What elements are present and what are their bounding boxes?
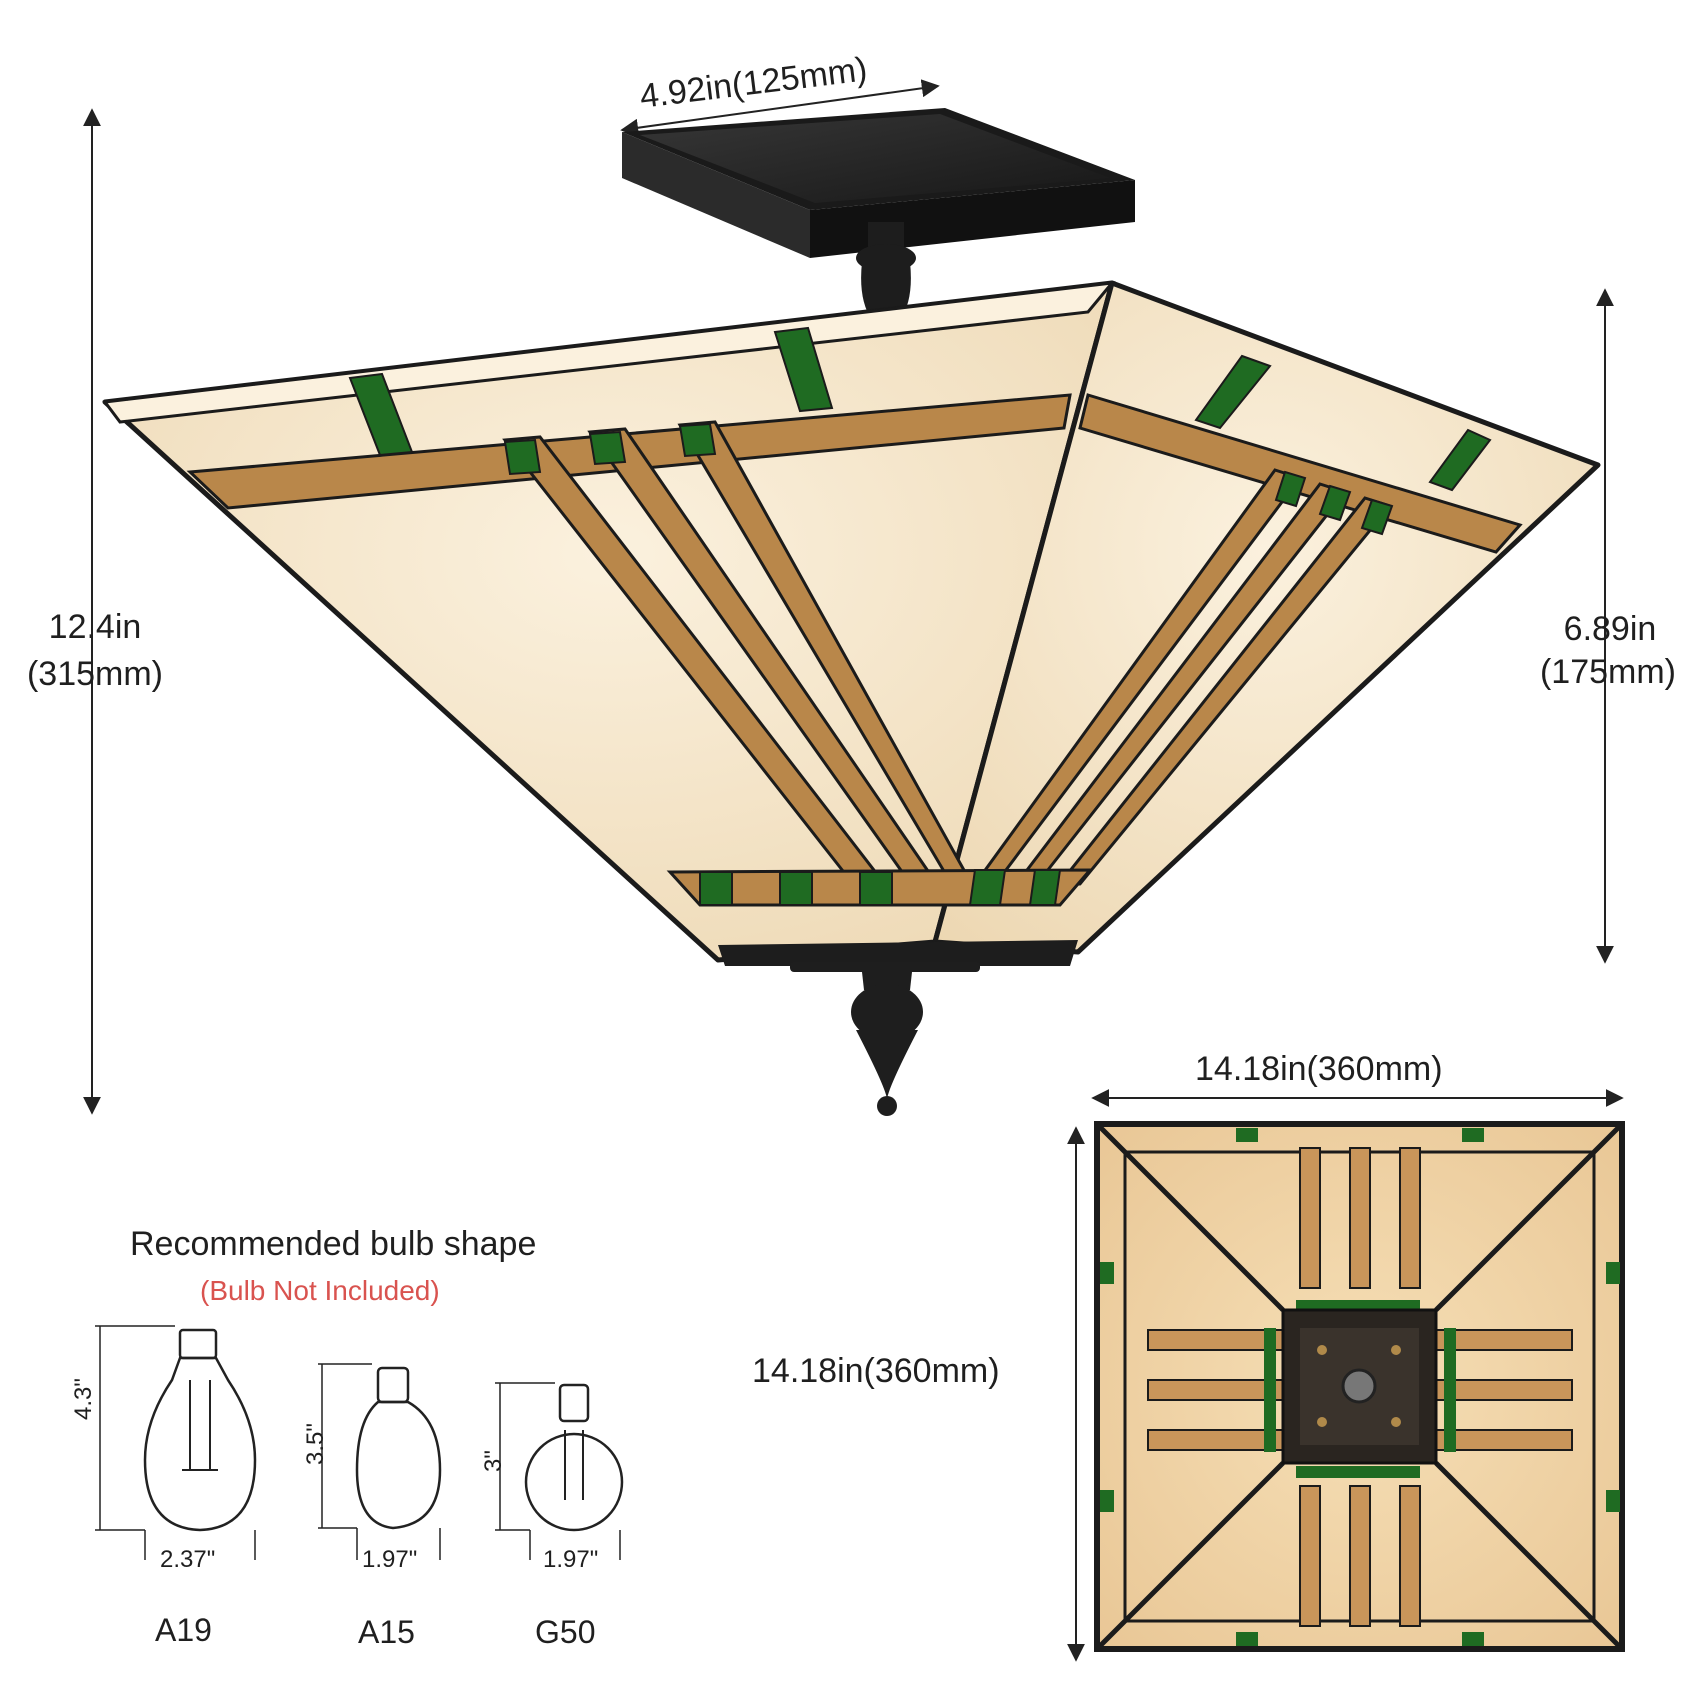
total-height-label-mm: (315mm) <box>26 655 164 693</box>
shade-height-label-in: 6.89in <box>1563 610 1657 648</box>
bulb-heading: Recommended bulb shape <box>130 1225 537 1263</box>
bulb-a19-width: 2.37" <box>160 1546 216 1573</box>
total-height-label-in: 12.4in <box>48 608 142 646</box>
bulb-g50-name: G50 <box>535 1614 596 1650</box>
dimension-lines <box>83 79 1624 1662</box>
shade-height-label-mm: (175mm) <box>1539 653 1677 691</box>
bulb-g50-width: 1.97" <box>543 1546 599 1573</box>
bulb-a19-height: 4.3" <box>70 1378 97 1420</box>
bulb-diagrams <box>95 1325 624 1560</box>
bulb-a19-name: A19 <box>155 1612 212 1648</box>
bulb-a15-name: A15 <box>358 1614 415 1650</box>
bulb-g50-height: 3" <box>480 1450 507 1472</box>
bulb-a15-drawing <box>318 1363 442 1560</box>
shade-depth-label: 14.18in(360mm) <box>752 1352 1000 1390</box>
bulb-note: (Bulb Not Included) <box>200 1275 440 1306</box>
shade-width-label: 14.18in(360mm) <box>1195 1050 1443 1088</box>
bulb-g50-drawing <box>495 1382 624 1560</box>
top-width-dimension-line <box>620 79 940 137</box>
bulb-a15-width: 1.97" <box>362 1546 418 1573</box>
glass-shade <box>102 280 1601 966</box>
bulb-a15-height: 3.5" <box>302 1423 329 1465</box>
finial <box>790 962 980 1116</box>
bulb-a19-drawing <box>95 1325 257 1560</box>
shade-top-view <box>1094 1121 1625 1652</box>
lamp-stem <box>856 222 916 320</box>
